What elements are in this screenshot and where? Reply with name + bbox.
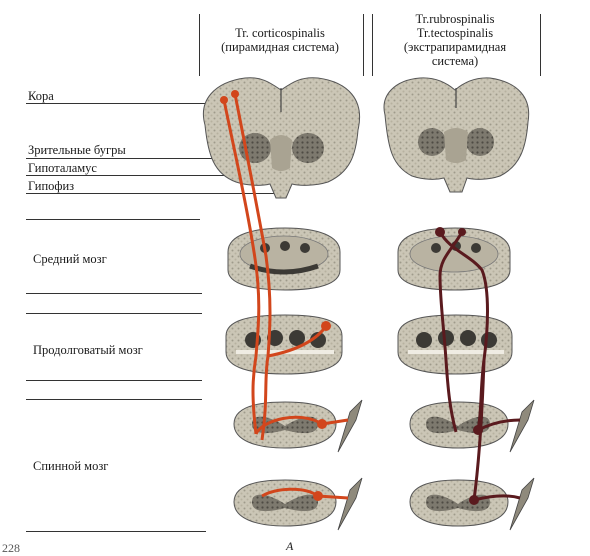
leader-cortex xyxy=(26,103,224,104)
header-extrapyramidal: Tr.rubrospinalis Tr.tectospinalis (экстр… xyxy=(380,12,530,68)
header-tectospinal-title: Tr.tectospinalis xyxy=(416,26,494,40)
header-divider-middle-a xyxy=(363,14,364,76)
header-extrapyramidal-subtitle-1: (экстрапирамидная xyxy=(403,40,507,54)
header-corticospinal-subtitle: (пирамидная система) xyxy=(221,40,339,54)
leader-thalamus xyxy=(26,158,258,159)
header-extrapyramidal-subtitle-2: система) xyxy=(431,54,479,68)
blank-line-1 xyxy=(26,219,200,220)
figure-caption: A xyxy=(286,539,294,553)
blank-line-2 xyxy=(26,293,202,294)
label-hypothalamus: Гипоталамус xyxy=(28,161,97,175)
header-divider-left xyxy=(199,14,200,76)
right-spinal-cord-upper xyxy=(409,399,535,453)
right-midbrain-section xyxy=(397,227,511,291)
page-number: 228 xyxy=(2,541,20,555)
header-corticospinal: Tr. corticospinalis (пирамидная система) xyxy=(200,26,360,54)
extrapyramidal-nuclei xyxy=(435,227,483,505)
label-pituitary: Гипофиз xyxy=(28,179,75,193)
corticospinal-tract xyxy=(222,93,349,500)
leader-pituitary xyxy=(26,193,282,194)
right-spinal-cord-lower xyxy=(409,477,535,531)
corticospinal-nuclei xyxy=(220,90,331,501)
right-medulla-section xyxy=(397,314,513,375)
left-spinal-cord-lower xyxy=(233,477,363,531)
label-midbrain: Средний мозг xyxy=(33,252,107,266)
label-spinal-cord: Спинной мозг xyxy=(33,459,109,473)
left-spinal-cord-upper xyxy=(233,399,363,453)
label-medulla: Продолговатый мозг xyxy=(33,343,143,357)
left-brain-section xyxy=(203,77,360,199)
leader-hypothalamus xyxy=(26,175,278,176)
label-thalamus: Зрительные бугры xyxy=(28,143,126,157)
left-midbrain-section xyxy=(227,227,341,291)
header-rubrospinal-title: Tr.rubrospinalis xyxy=(415,12,495,26)
blank-line-4 xyxy=(26,380,202,381)
header-divider-middle-b xyxy=(372,14,373,76)
header-corticospinal-title: Tr. corticospinalis xyxy=(235,26,325,40)
blank-line-3 xyxy=(26,313,202,314)
blank-line-6 xyxy=(26,531,206,532)
blank-line-5 xyxy=(26,399,202,400)
right-brain-section xyxy=(383,77,530,193)
label-cortex: Кора xyxy=(28,89,54,103)
header-divider-right xyxy=(540,14,541,76)
